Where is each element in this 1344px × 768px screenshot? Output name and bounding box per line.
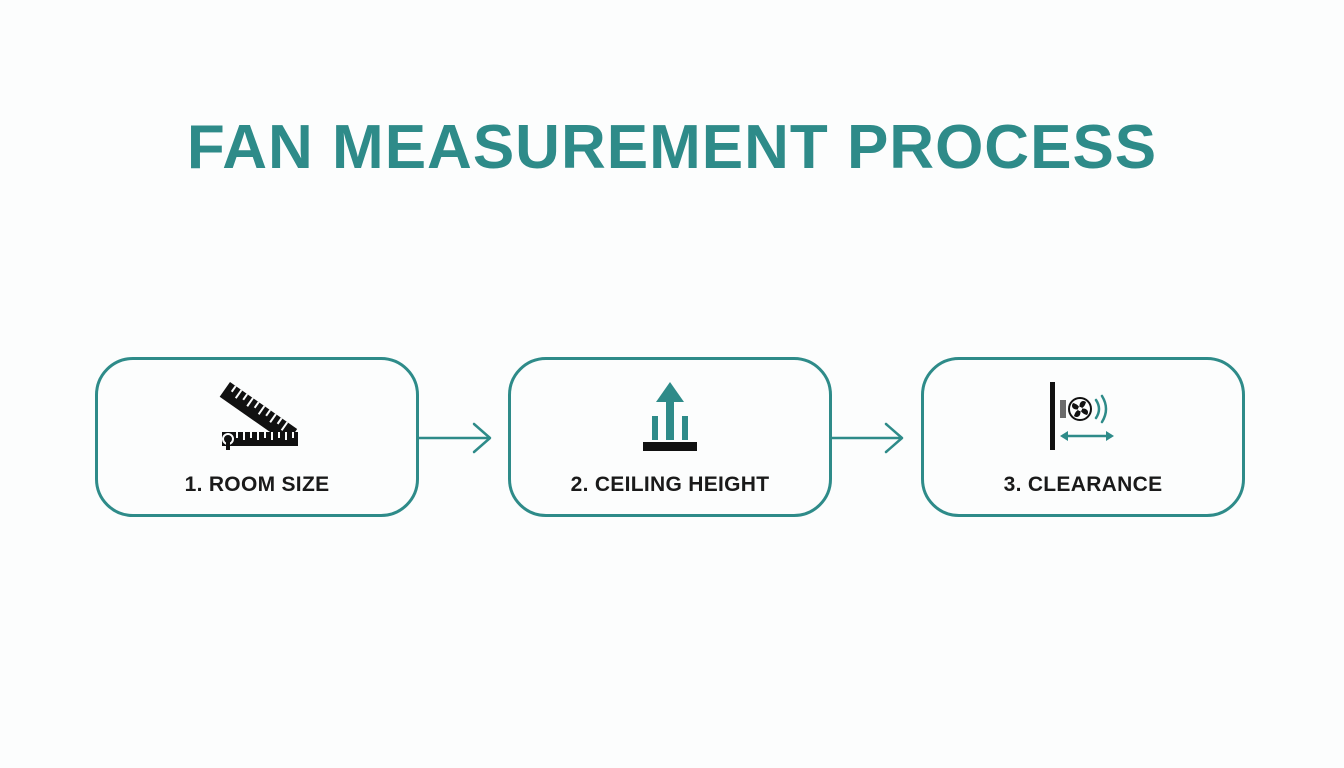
arrow-right-icon	[832, 422, 904, 454]
step-label: 1. ROOM SIZE	[184, 473, 330, 496]
step-ceiling-height: 2. CEILING HEIGHT	[508, 357, 832, 517]
ruler-icon	[219, 382, 298, 450]
fan-clearance-icon	[1050, 382, 1114, 450]
step-label: 2. CEILING HEIGHT	[570, 473, 770, 496]
ceiling-height-arrow-icon	[643, 382, 697, 451]
step-label: 3. CLEARANCE	[1003, 473, 1163, 496]
arrow-right-icon	[418, 422, 492, 454]
step-clearance: 3. CLEARANCE	[921, 357, 1245, 517]
diagram-title: FAN MEASUREMENT PROCESS	[186, 113, 1158, 182]
step-room-size: 1. ROOM SIZE	[95, 357, 419, 517]
